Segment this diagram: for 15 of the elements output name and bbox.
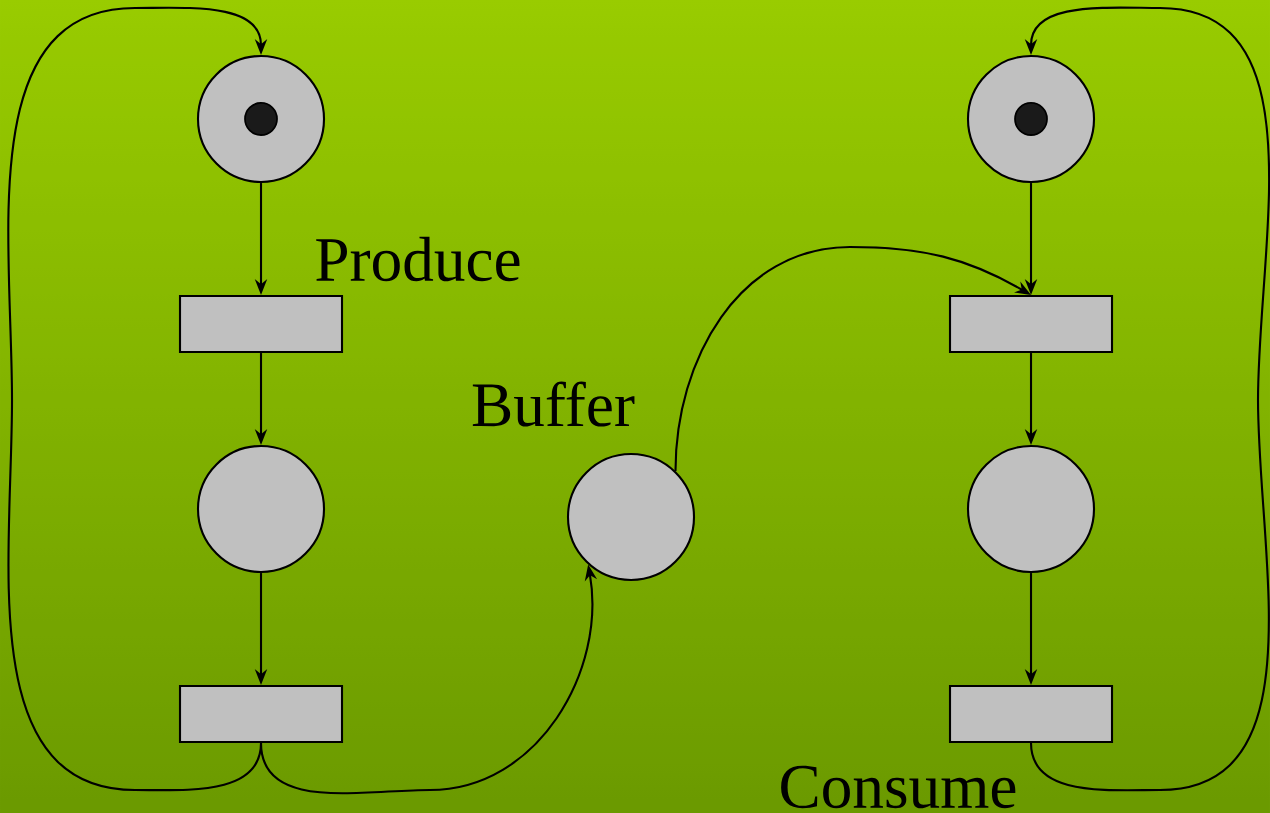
place-circle bbox=[196, 54, 326, 184]
place-circle bbox=[966, 54, 1096, 184]
place-label: Produce bbox=[316, 236, 520, 282]
place-circle bbox=[566, 452, 696, 582]
token bbox=[1014, 102, 1048, 136]
transition-bar bbox=[178, 684, 344, 744]
place-circle bbox=[966, 444, 1096, 574]
token bbox=[244, 102, 278, 136]
place-label: Consume bbox=[781, 765, 1016, 809]
arrow bbox=[7, 6, 268, 792]
transition-bar bbox=[948, 294, 1114, 354]
transition-bar bbox=[948, 684, 1114, 744]
transition-bar bbox=[178, 294, 344, 354]
place-circle bbox=[196, 444, 326, 574]
place-label: Buffer bbox=[472, 381, 635, 427]
